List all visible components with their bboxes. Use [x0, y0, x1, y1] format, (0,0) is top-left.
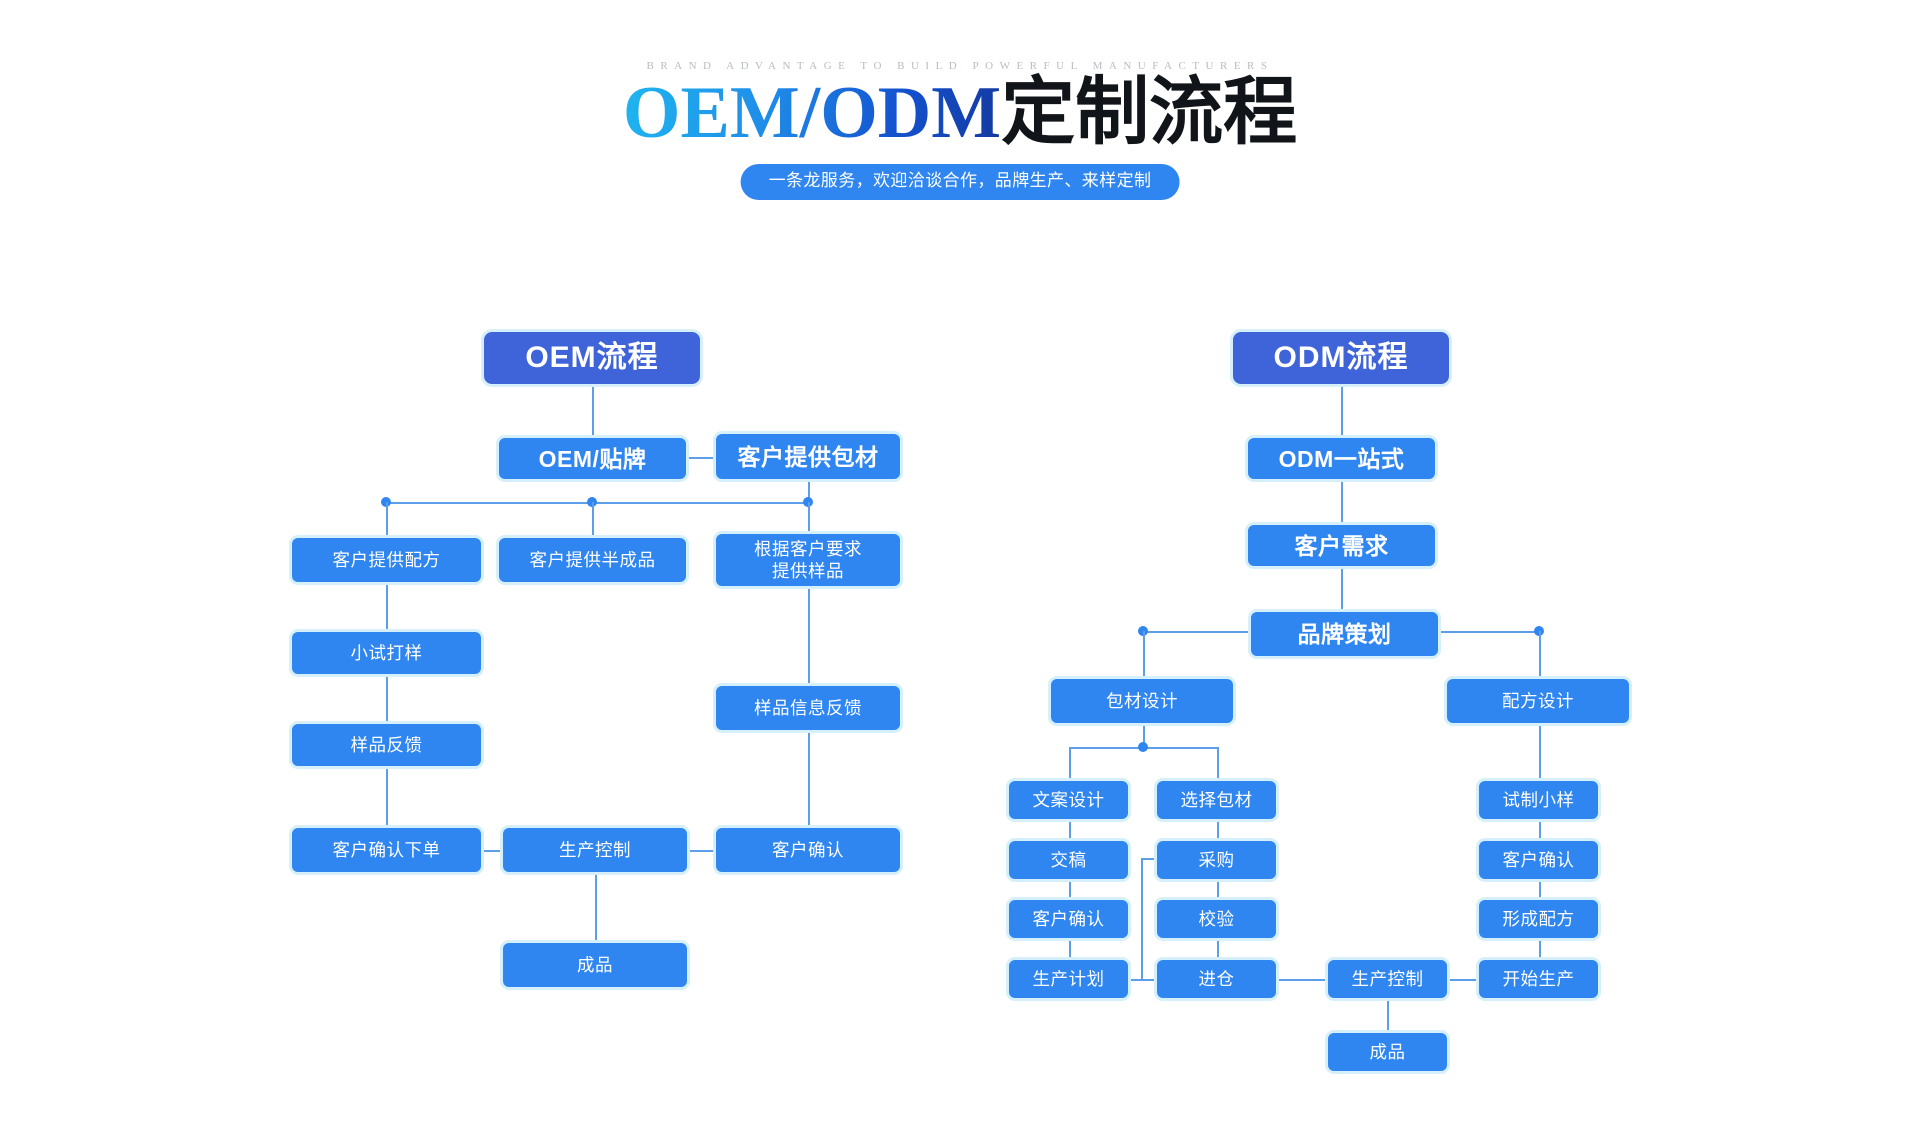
tagline-badge: 一条龙服务，欢迎洽谈合作，品牌生产、来样定制 [740, 164, 1180, 200]
connector-bus-drop-3 [808, 502, 810, 535]
title-latin: OEM/ODM [622, 72, 1002, 154]
node-sample-feedback: 样品反馈 [289, 721, 484, 769]
connector-plan-right [1441, 631, 1539, 633]
connector-formula-to-trial [386, 585, 388, 629]
odm-flow-header: ODM流程 [1230, 329, 1452, 387]
node-inspection: 校验 [1154, 897, 1279, 941]
connector-packdesign-drop-l [1069, 747, 1071, 778]
packdesign-bus-dot [1138, 742, 1148, 752]
connector-prodctrl-to-finished [595, 875, 597, 940]
connector-formformula-to-start [1539, 941, 1541, 957]
connector-bus-drop-1 [386, 502, 388, 535]
node-purchase: 采购 [1154, 838, 1279, 882]
connector-purchase-bracket-top [1141, 858, 1154, 860]
connector-sample-req-to-info [808, 589, 810, 683]
connector-feedback-to-order [386, 769, 388, 825]
connector-trialsample-to-confirm [1539, 822, 1541, 838]
connector-confirm-to-prodplan [1069, 941, 1071, 959]
connector-prodctrl-to-confirm [690, 850, 713, 852]
node-odm-finished-product: 成品 [1325, 1030, 1450, 1074]
connector-plan-right-drop [1539, 631, 1541, 676]
node-production-plan: 生产计划 [1006, 957, 1131, 1001]
node-brand-planning: 品牌策划 [1248, 609, 1441, 659]
connector-purchase-bracket-bottom [1131, 979, 1154, 981]
node-oem-finished-product: 成品 [500, 940, 690, 990]
connector-info-to-confirm [808, 733, 810, 825]
header-kicker: BRAND ADVANTAGE TO BUILD POWERFUL MANUFA… [646, 60, 1274, 72]
node-customer-provides-semifinished: 客户提供半成品 [496, 535, 689, 585]
connector-packdesign-down [1143, 726, 1145, 747]
connector-warehouse-to-prodctrl [1279, 979, 1325, 981]
node-packaging-design: 包材设计 [1048, 676, 1236, 726]
node-odm-production-control: 生产控制 [1325, 957, 1450, 1001]
connector-oem-head-down [592, 387, 594, 435]
connector-selectpack-to-purchase [1217, 822, 1219, 838]
node-form-formula: 形成配方 [1476, 897, 1601, 941]
node-deliver-draft: 交稿 [1006, 838, 1131, 882]
node-odm-customer-confirm-left: 客户确认 [1006, 897, 1131, 941]
connector-need-to-plan [1341, 569, 1343, 609]
connector-trial-to-feedback [386, 677, 388, 721]
connector-onestop-to-need [1341, 482, 1343, 522]
connector-odm-head-down [1341, 387, 1343, 435]
node-warehouse-in: 进仓 [1154, 957, 1279, 1001]
node-odm-customer-confirm-right: 客户确认 [1476, 838, 1601, 882]
connector-packaging-down [808, 482, 810, 502]
connector-purchase-to-inspect [1217, 882, 1219, 897]
node-formula-design: 配方设计 [1444, 676, 1632, 726]
connector-plan-left [1143, 631, 1248, 633]
connector-plan-left-drop [1143, 631, 1145, 676]
connector-purchase-bracket-side [1141, 858, 1143, 979]
node-customer-provides-formula: 客户提供配方 [289, 535, 484, 585]
connector-order-to-prodctrl [484, 850, 500, 852]
node-trial-small-sample: 试制小样 [1476, 778, 1601, 822]
title-cjk: 定制流程 [1001, 69, 1298, 155]
connector-deliver-to-confirm [1069, 882, 1071, 900]
node-odm-one-stop: ODM一站式 [1245, 435, 1438, 482]
connector-prodctrl-to-startprod [1450, 979, 1476, 981]
node-sample-info-feedback: 样品信息反馈 [713, 683, 903, 733]
page-title: OEM/ODM定制流程 [0, 70, 1920, 155]
node-select-packaging: 选择包材 [1154, 778, 1279, 822]
connector-confirm-to-formformula [1539, 882, 1541, 897]
oem-flow-header: OEM流程 [481, 329, 703, 387]
connector-inspect-to-warehouse [1217, 941, 1219, 957]
node-sample-by-requirement: 根据客户要求 提供样品 [713, 531, 903, 589]
connector-odm-prodctrl-to-finished [1387, 1001, 1389, 1030]
connector-oem-bus [386, 502, 808, 504]
connector-packdesign-drop-r [1217, 747, 1219, 778]
node-oem-brand: OEM/贴牌 [496, 435, 689, 482]
node-customer-demand: 客户需求 [1245, 522, 1438, 569]
node-customer-provides-packaging: 客户提供包材 [713, 431, 903, 482]
node-copy-design: 文案设计 [1006, 778, 1131, 822]
connector-formuladesign-down [1539, 726, 1541, 778]
connector-bus-drop-2 [592, 502, 594, 535]
node-oem-production-control: 生产控制 [500, 825, 690, 875]
connector-brand-to-packaging [689, 457, 713, 459]
node-trial-sample-making: 小试打样 [289, 629, 484, 677]
node-start-production: 开始生产 [1476, 957, 1601, 1001]
node-oem-customer-confirm: 客户确认 [713, 825, 903, 875]
node-customer-confirm-order: 客户确认下单 [289, 825, 484, 875]
